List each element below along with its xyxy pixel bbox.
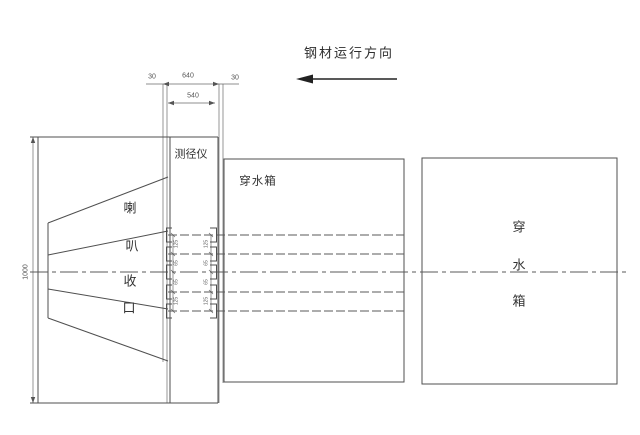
gap-dim-left: 65 — [173, 260, 180, 266]
dim-top-left-margin: 30 — [148, 73, 156, 81]
bell-mouth-char: 口 — [122, 300, 136, 316]
gauge-label: 测径仪 — [174, 148, 208, 161]
gap-dim-left: 125 — [173, 296, 180, 306]
middle-water-box-label: 穿水箱 — [239, 175, 277, 188]
strand-lines — [30, 234, 628, 312]
gap-dim-right: 65 — [203, 279, 210, 285]
right-water-box-char: 水 — [512, 257, 526, 273]
gauge-head-brackets — [166, 227, 217, 319]
dim-top-right-margin: 30 — [231, 74, 239, 82]
dim-left-height: 1000 — [22, 264, 30, 280]
bell-mouth-char: 收 — [123, 273, 137, 289]
middle-water-box-outline — [223, 158, 405, 383]
bell-mouth-char: 叭 — [125, 238, 139, 254]
gap-dim-right: 125 — [203, 296, 210, 306]
direction-label: 钢材运行方向 — [303, 45, 395, 61]
gap-dim-left: 65 — [173, 279, 180, 285]
dim-top-width: 640 — [182, 72, 194, 80]
right-water-box-outline — [421, 157, 618, 385]
right-water-box-char: 箱 — [512, 293, 526, 309]
right-water-box-char: 穿 — [512, 219, 526, 235]
bell-mouth-char: 喇 — [123, 200, 137, 216]
gap-dim-right: 125 — [203, 239, 210, 249]
left-housing-outline — [30, 136, 219, 404]
direction-arrow — [296, 74, 397, 84]
gap-dim-right: 65 — [203, 260, 210, 266]
bell-mouth-outline — [47, 176, 169, 362]
dim-inner-width: 540 — [187, 92, 199, 100]
gap-dim-left: 125 — [173, 239, 180, 249]
